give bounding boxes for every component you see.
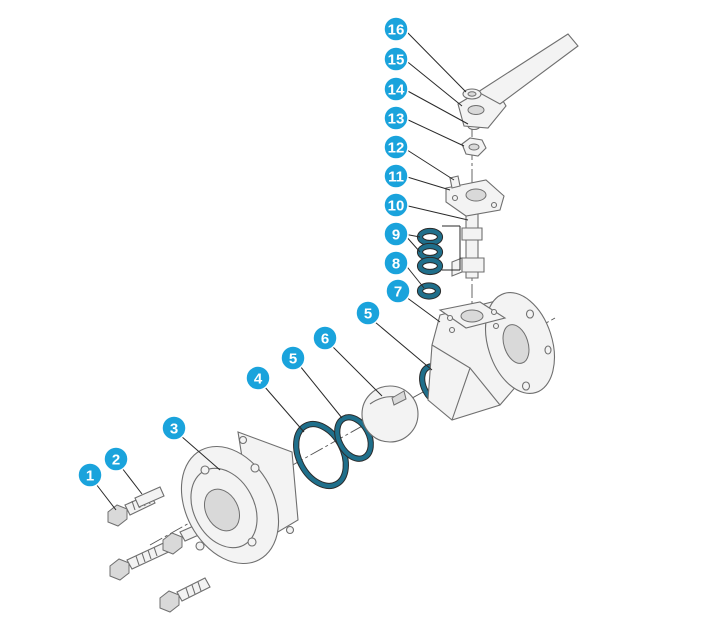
callout-11-label: 11: [388, 169, 404, 186]
callout-3: 3: [161, 415, 187, 441]
stop-plate-part-11: [445, 179, 505, 217]
valve-body-part-7: [427, 292, 555, 421]
bolt-lower: [159, 577, 211, 613]
callout-2: 2: [103, 446, 129, 472]
callout-6: 6: [312, 325, 338, 351]
callout-8: 8: [383, 250, 409, 276]
callout-9: 9: [383, 221, 409, 247]
callout-4: 4: [245, 365, 271, 391]
callout-10: 10: [383, 192, 409, 218]
stud-bolt-part-2: [134, 486, 165, 508]
handle-lever-part-15: [457, 33, 579, 129]
callout-15-label: 15: [388, 52, 405, 69]
callout-6-label: 6: [321, 331, 329, 348]
handle-nut-part-16: [462, 88, 482, 100]
callout-1-label: 1: [86, 468, 94, 485]
callout-7: 7: [385, 278, 411, 304]
callout-4-label: 4: [254, 371, 263, 388]
callout-7-label: 7: [394, 284, 402, 301]
end-cap-flange-part-3: [180, 431, 299, 565]
stem-seals-part-9: [416, 227, 444, 276]
thrust-washer-part-8: [416, 282, 442, 300]
callout-13: 13: [383, 105, 409, 131]
leader-lines: [95, 28, 469, 511]
callout-5b-label: 5: [364, 306, 372, 323]
callout-14-label: 14: [388, 82, 405, 99]
callout-1: 1: [77, 462, 103, 488]
callout-16-label: 16: [388, 22, 405, 39]
callout-13-label: 13: [388, 111, 405, 128]
stem-part-10: [451, 211, 485, 279]
callout-8-label: 8: [392, 256, 400, 273]
gland-part-12: [449, 175, 461, 189]
bolt-middle: [109, 520, 211, 581]
callout-16: 16: [383, 16, 409, 42]
seal-group-bracket: [442, 225, 461, 271]
callout-5b: 5: [355, 300, 381, 326]
callout-5a-label: 5: [289, 351, 297, 368]
callout-11: 11: [383, 163, 409, 189]
callout-14: 14: [383, 76, 409, 102]
callout-2-label: 2: [112, 452, 120, 469]
callout-3-label: 3: [170, 421, 178, 438]
callout-10-label: 10: [388, 198, 405, 215]
ball-part-6: [361, 385, 419, 443]
callout-5a: 5: [280, 345, 306, 371]
stem-nut-part-13: [461, 137, 487, 157]
callout-12: 12: [383, 134, 409, 160]
callout-15: 15: [383, 46, 409, 72]
callout-12-label: 12: [388, 140, 405, 157]
callout-9-label: 9: [392, 227, 400, 244]
